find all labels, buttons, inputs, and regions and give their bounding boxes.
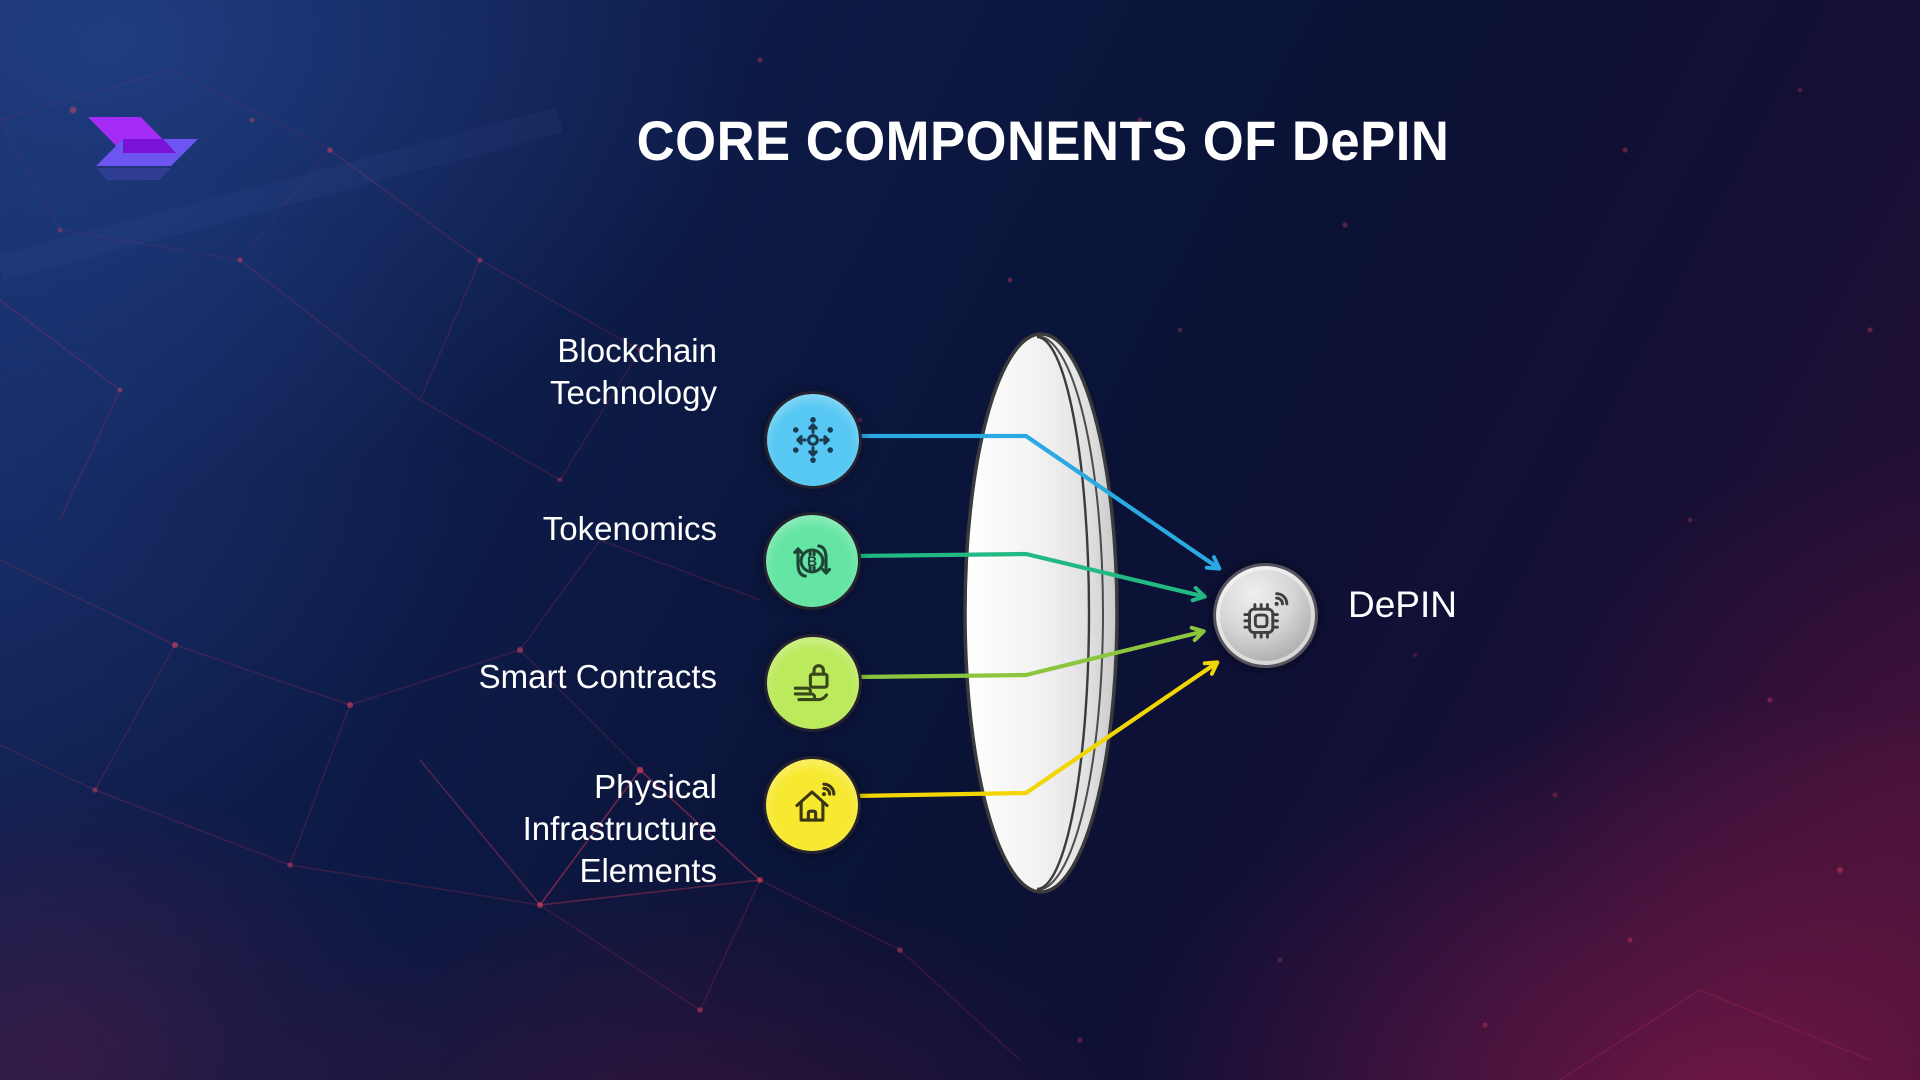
node-physical-infrastructure (763, 756, 861, 854)
padlock-hand-icon (793, 664, 829, 702)
ray-smart-contracts (853, 625, 1206, 680)
smart-home-wifi-icon (795, 782, 836, 822)
bitcoin-cycle-icon: B (793, 544, 832, 578)
node-blockchain-technology (764, 391, 862, 489)
converging-lens (963, 332, 1119, 894)
brand-logo (88, 117, 198, 180)
ray-blockchain (853, 433, 1222, 571)
node-tokenomics: B (763, 512, 861, 610)
logo-wing-overlap (123, 139, 176, 153)
label-tokenomics: Tokenomics (542, 510, 717, 547)
chip-wifi-icon (1242, 591, 1288, 639)
svg-text:B: B (807, 553, 817, 569)
label-physical-infrastructure-elements: Physical Infrastructure Elements (522, 768, 717, 889)
node-depin (1213, 563, 1318, 668)
logo-reflection (96, 168, 171, 180)
label-depin: DePIN (1348, 584, 1457, 625)
label-smart-contracts: Smart Contracts (478, 658, 717, 695)
node-smart-contracts (764, 634, 862, 732)
ray-tokenomics (851, 551, 1207, 603)
ray-physical-infrastructure (850, 660, 1220, 799)
decentralized-network-icon (792, 417, 834, 463)
label-blockchain-technology: Blockchain Technology (550, 332, 717, 411)
page-title: CORE COMPONENTS OF DePIN (636, 109, 1450, 172)
